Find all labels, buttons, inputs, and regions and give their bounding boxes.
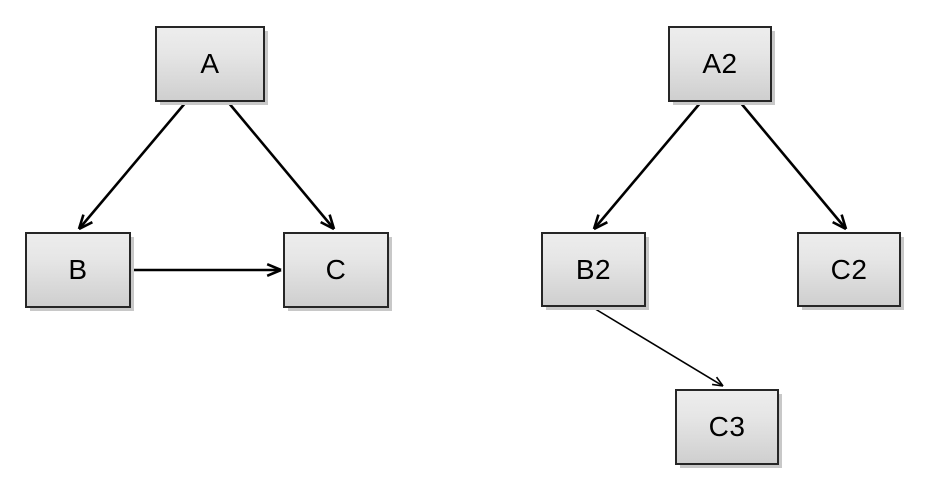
edge-a-c[interactable] — [227, 101, 336, 231]
edge-b-c[interactable] — [132, 262, 282, 278]
node-b2[interactable]: B2 — [541, 232, 646, 307]
arrowhead-barb-2 — [78, 221, 93, 231]
edges-group — [77, 101, 848, 387]
edge-a-b[interactable] — [77, 101, 187, 231]
arrowhead-barb-2 — [593, 221, 608, 231]
edge-line — [227, 101, 335, 230]
edge-line — [78, 101, 187, 230]
edge-a2-b2[interactable] — [592, 101, 702, 231]
arrowhead-barb-1 — [592, 214, 600, 230]
node-a2[interactable]: A2 — [668, 26, 772, 102]
node-label: A2 — [702, 48, 738, 79]
node-label: C2 — [830, 253, 868, 285]
arrowhead-barb-2 — [840, 214, 848, 230]
arrowhead-barb-2 — [266, 262, 282, 272]
node-b[interactable]: B — [25, 232, 131, 308]
edge-line — [593, 101, 702, 230]
node-c3[interactable]: C3 — [675, 389, 779, 465]
node-label: C — [325, 254, 347, 285]
arrowhead-barb-2 — [715, 376, 724, 387]
node-label: A — [200, 48, 220, 79]
arrowhead-barb-2 — [328, 214, 336, 230]
node-a[interactable]: A — [155, 26, 265, 102]
arrowhead-barb-1 — [266, 268, 282, 278]
node-label: B — [68, 254, 88, 285]
node-label: B2 — [575, 253, 612, 285]
arrowhead-barb-1 — [320, 220, 335, 231]
arrowhead-barb-1 — [77, 214, 85, 230]
node-c[interactable]: C — [283, 232, 389, 308]
arrowhead-barb-1 — [832, 220, 847, 231]
arrowhead-barb-1 — [711, 383, 724, 387]
edge-a2-c2[interactable] — [739, 101, 848, 231]
edge-line — [591, 306, 724, 387]
node-label: C3 — [708, 411, 746, 442]
edge-line — [739, 101, 847, 230]
edge-b2-c3[interactable] — [591, 306, 724, 387]
node-c2[interactable]: C2 — [797, 232, 901, 307]
